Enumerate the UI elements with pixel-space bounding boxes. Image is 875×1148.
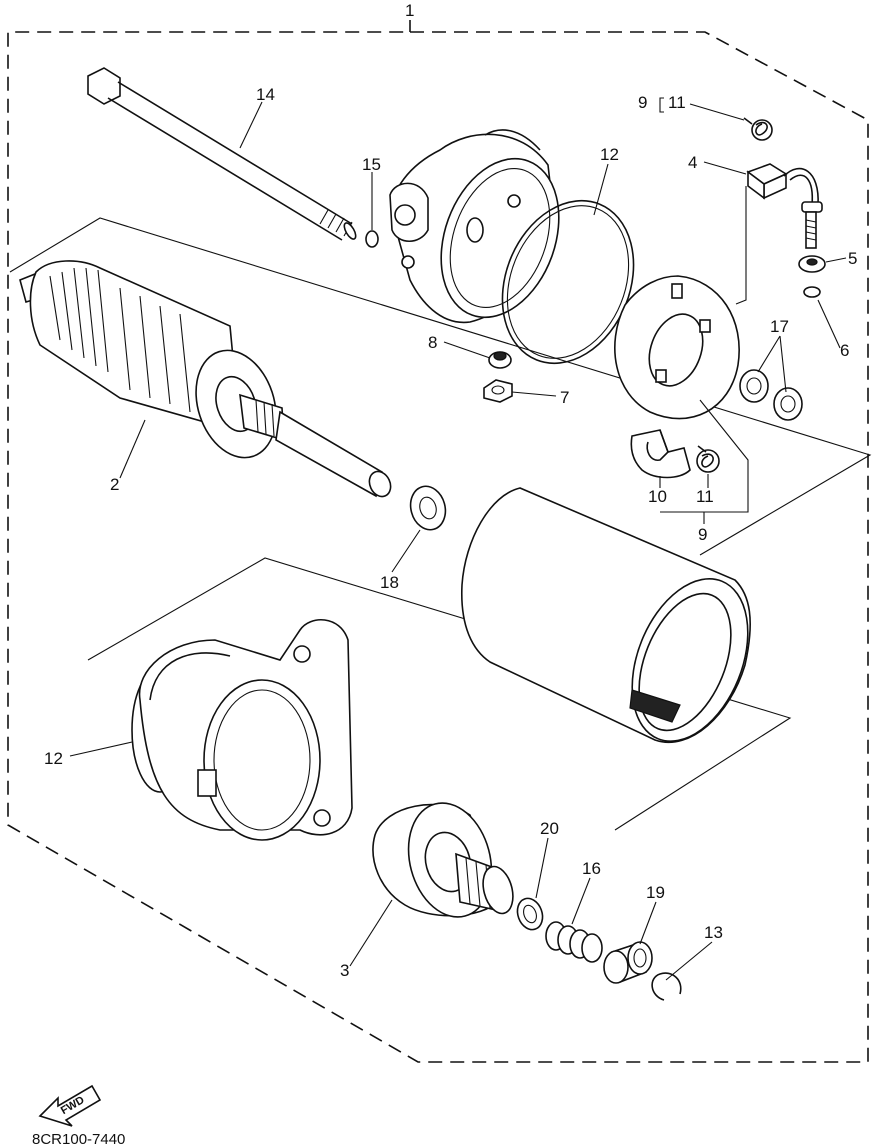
through-bolt (87, 67, 357, 241)
armature-2 (19, 260, 392, 498)
starter-clutch-3 (372, 802, 514, 918)
label-14: 14 (256, 85, 275, 104)
brush-spring-11-bottom (696, 445, 720, 473)
gasket-12-top-inner (506, 205, 630, 359)
label-10: 10 (648, 487, 667, 506)
label-19: 19 (646, 883, 665, 902)
label-4: 4 (688, 153, 697, 172)
yoke (461, 487, 751, 743)
washer-17a (739, 369, 769, 403)
label-9-top: 9 (638, 93, 647, 112)
label-1: 1 (405, 1, 414, 20)
washer-18 (409, 485, 447, 531)
fwd-arrow-icon: FWD (38, 1084, 102, 1127)
washer-17b (773, 387, 803, 421)
label-17: 17 (770, 317, 789, 336)
nut-7 (483, 379, 513, 403)
rear-plane-outline (9, 217, 872, 556)
label-9-bottom: 9 (698, 525, 707, 544)
label-12-left: 12 (44, 749, 63, 768)
label-5: 5 (848, 249, 857, 268)
label-8: 8 (428, 333, 437, 352)
washer-20-inner (523, 904, 537, 924)
label-11-bottom: 11 (696, 487, 714, 506)
o-ring-15 (365, 230, 379, 248)
washer-20 (516, 897, 544, 931)
label-11-top: 11 (668, 93, 686, 112)
brush-spring-11-top (743, 117, 773, 141)
label-20: 20 (540, 819, 559, 838)
bolt-5 (798, 201, 826, 273)
leader-lines (69, 97, 847, 981)
label-12-top: 12 (600, 145, 619, 164)
circlip-13 (651, 972, 682, 1001)
front-cover (138, 618, 353, 841)
nut-8 (488, 351, 512, 369)
label-2: 2 (110, 475, 119, 494)
label-6: 6 (840, 341, 849, 360)
o-ring-6 (803, 286, 821, 298)
brush-plate (614, 275, 740, 420)
brush-lead-4 (746, 163, 819, 206)
spring-16 (545, 921, 603, 963)
collar-19 (603, 941, 653, 984)
drawing-code: 8CR100-7440 (32, 1131, 125, 1148)
label-16: 16 (582, 859, 601, 878)
label-3: 3 (340, 961, 349, 980)
brush-holder-10 (630, 429, 691, 479)
label-13: 13 (704, 923, 723, 942)
label-7: 7 (560, 388, 569, 407)
label-15: 15 (362, 155, 381, 174)
label-18: 18 (380, 573, 399, 592)
rear-cover (389, 129, 560, 324)
